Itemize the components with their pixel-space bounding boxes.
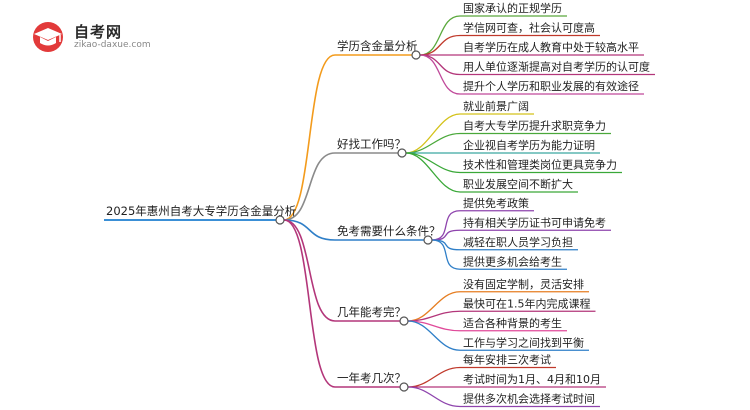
root-node-knob[interactable] <box>275 215 285 225</box>
leaf-label: 提升个人学历和职业发展的有效途径 <box>463 79 639 93</box>
leaf-label: 提供免考政策 <box>463 196 529 210</box>
site-logo[interactable]: 自考网 zikao-daxue.com <box>30 20 160 54</box>
branch-label: 好找工作吗？ <box>337 137 406 151</box>
leaf-label: 用人单位逐渐提高对自考学历的认可度 <box>463 60 650 74</box>
leaf-link <box>431 239 461 270</box>
branch-knob[interactable] <box>411 50 421 60</box>
leaf-link <box>419 54 461 95</box>
leaf-label: 提供多次机会选择考试时间 <box>463 392 595 406</box>
branch-knob[interactable] <box>399 316 409 326</box>
branch-link <box>283 152 336 221</box>
branch-label: 几年能考完？ <box>337 305 406 319</box>
leaf-link <box>405 152 461 174</box>
leaf-label: 考试时间为1月、4月和10月 <box>463 373 601 386</box>
graduation-cap-icon <box>33 22 63 52</box>
branch-label: 免考需要什么条件？ <box>337 224 441 238</box>
mindmap-labels: 2025年惠州自考大专学历含金量分析 学历含金量分析 国家承认的正规学历学信网可查，… <box>106 1 650 406</box>
branch-label: 学历含金量分析 <box>337 39 418 53</box>
branch-link <box>283 219 336 241</box>
leaf-link <box>405 113 461 154</box>
logo-url: zikao-daxue.com <box>74 40 151 50</box>
leaf-label: 每年安排三次考试 <box>463 353 551 367</box>
branch-knob[interactable] <box>397 148 407 158</box>
leaf-link <box>405 152 461 193</box>
branch-knob[interactable] <box>399 382 409 392</box>
branch-link <box>283 219 336 322</box>
leaf-label: 技术性和管理类岗位更具竞争力 <box>463 158 617 172</box>
leaf-label: 提供更多机会给考生 <box>463 254 562 268</box>
leaf-label: 工作与学习之间找到平衡 <box>463 335 584 349</box>
mindmap-links <box>104 15 655 408</box>
root-node-label: 2025年惠州自考大专学历含金量分析 <box>106 204 296 218</box>
leaf-label: 没有固定学制，灵活安排 <box>463 277 584 291</box>
leaf-link <box>407 366 461 388</box>
leaf-label: 最快可在1.5年内完成课程 <box>463 296 591 310</box>
leaf-label: 适合各种背景的考生 <box>463 316 562 330</box>
leaf-label: 自考大专学历提升求职竞争力 <box>463 119 606 133</box>
logo-name: 自考网 <box>74 23 123 41</box>
leaf-label: 持有相关学历证书可申请免考 <box>463 215 606 229</box>
leaf-link <box>431 239 461 251</box>
leaf-label: 自考学历在成人教育中处于较高水平 <box>463 40 639 54</box>
leaf-label: 减轻在职人员学习负担 <box>463 235 573 249</box>
leaf-link <box>419 54 461 76</box>
branch-link <box>283 54 336 221</box>
leaf-label: 职业发展空间不断扩大 <box>463 177 573 191</box>
leaf-link <box>407 320 461 351</box>
branch-link <box>283 219 336 388</box>
leaf-label: 国家承认的正规学历 <box>463 1 562 15</box>
branch-knob[interactable] <box>423 235 433 245</box>
leaf-label: 企业视自考学历为能力证明 <box>463 138 595 152</box>
leaf-link <box>407 386 461 408</box>
leaf-label: 学信网可查，社会认可度高 <box>463 21 595 35</box>
leaf-label: 就业前景广阔 <box>463 99 529 113</box>
leaf-link <box>419 34 461 56</box>
branch-label: 一年考几次？ <box>337 371 406 385</box>
leaf-link <box>405 132 461 154</box>
